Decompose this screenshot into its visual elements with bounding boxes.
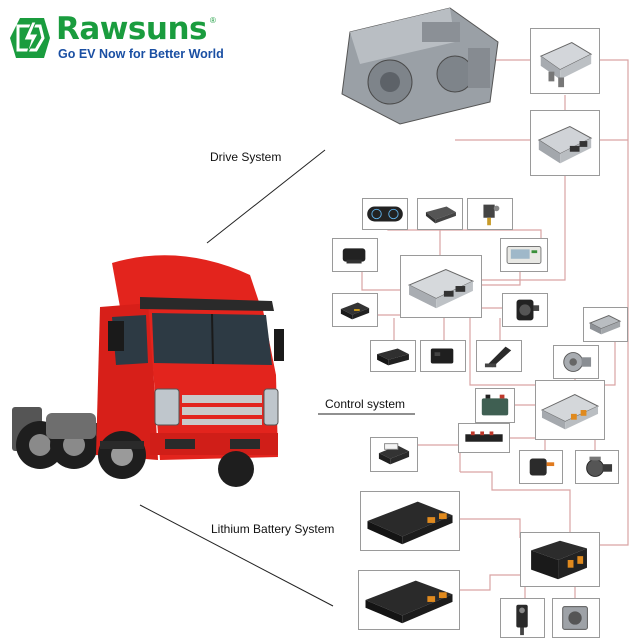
motor-controller-icon <box>530 28 600 94</box>
relay-module-icon <box>420 340 466 372</box>
printer-icon <box>370 437 418 472</box>
sensor-icon <box>467 198 513 230</box>
compressor-icon <box>553 345 599 379</box>
battery-pack-icon <box>358 570 460 630</box>
brand-name: Rawsuns <box>56 11 207 47</box>
display-module-icon <box>500 238 548 272</box>
charge-socket-icon <box>502 293 548 327</box>
aux-battery-icon <box>475 388 515 423</box>
logo-mark-icon <box>10 18 50 58</box>
registered-mark: ® <box>210 16 216 25</box>
ev-truck-icon <box>12 255 284 487</box>
drive-motor-icon <box>330 2 505 127</box>
switch-module-icon <box>417 198 463 230</box>
control-system-label: Control system <box>325 397 406 411</box>
battery-system-label: Lithium Battery System <box>211 522 335 536</box>
bms-box-icon <box>520 532 600 587</box>
charging-gun-icon <box>500 598 545 638</box>
cooling-unit-icon <box>552 598 600 638</box>
vehicle-controller-icon <box>400 255 482 318</box>
brand-tagline: Go EV Now for Better World <box>58 47 224 61</box>
fuse-bar-icon <box>458 423 510 453</box>
tbox-icon <box>332 293 378 327</box>
pump-icon <box>575 450 619 484</box>
controller-unit-icon <box>530 110 600 176</box>
dc-converter-icon <box>583 307 628 342</box>
brand-logo: Rawsuns ® Go EV Now for Better World <box>10 8 225 68</box>
relay-box-icon <box>370 340 416 372</box>
distribution-box-icon <box>535 380 605 440</box>
heater-icon <box>519 450 563 484</box>
accelerator-pedal-icon <box>476 340 522 372</box>
connector-icon <box>332 238 378 272</box>
battery-pack-icon <box>360 491 460 551</box>
instrument-cluster-icon <box>362 198 408 230</box>
drive-system-label: Drive System <box>210 150 282 164</box>
